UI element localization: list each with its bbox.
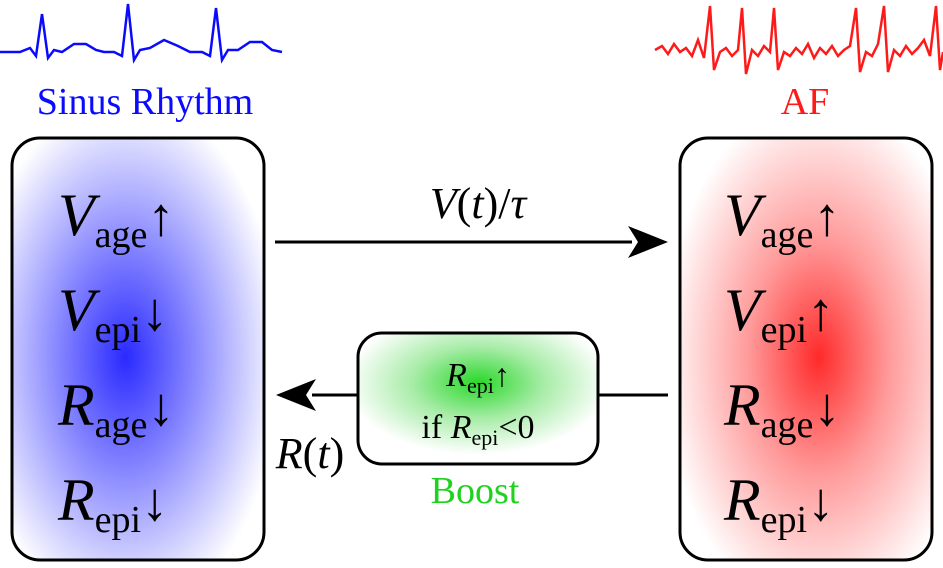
sinus-var-row: Vage↑: [58, 182, 174, 256]
af-ecg-trace: [654, 5, 943, 75]
sinus-var-row: Vepi↓: [58, 277, 168, 351]
sinus-ecg-trace: [0, 3, 283, 64]
forward-transition-arrow: [275, 226, 668, 258]
af-var-row: Rage↓: [723, 372, 840, 446]
forward-rate-label: V(t)/τ: [430, 179, 529, 228]
backward-transition-arrow: [276, 379, 668, 411]
sinus-var-row: Rage↓: [57, 372, 174, 446]
arrowhead-left-icon: [276, 379, 316, 411]
boost-line-2: if Repi<0: [421, 409, 534, 450]
af-var-row: Vepi↑: [724, 277, 834, 351]
arrowhead-right-icon: [628, 226, 668, 258]
sinus-state-box: [10, 136, 266, 562]
sinus-rhythm-label: Sinus Rhythm: [37, 81, 253, 123]
af-state-variables: Vage↑ Vepi↑ Rage↓ Repi↓: [723, 182, 840, 541]
af-var-row: Vage↑: [724, 182, 840, 256]
af-label: AF: [781, 81, 830, 123]
sinus-state-variables: Vage↑ Vepi↓ Rage↓ Repi↓: [57, 182, 174, 541]
boost-line-1: Repi↑: [445, 357, 510, 398]
boost-label: Boost: [431, 470, 520, 512]
af-var-row: Repi↓: [723, 467, 834, 541]
backward-rate-label: R(t): [275, 429, 344, 478]
boost-box: [356, 331, 600, 466]
sinus-var-row: Repi↓: [57, 467, 168, 541]
af-state-box: [678, 136, 934, 562]
